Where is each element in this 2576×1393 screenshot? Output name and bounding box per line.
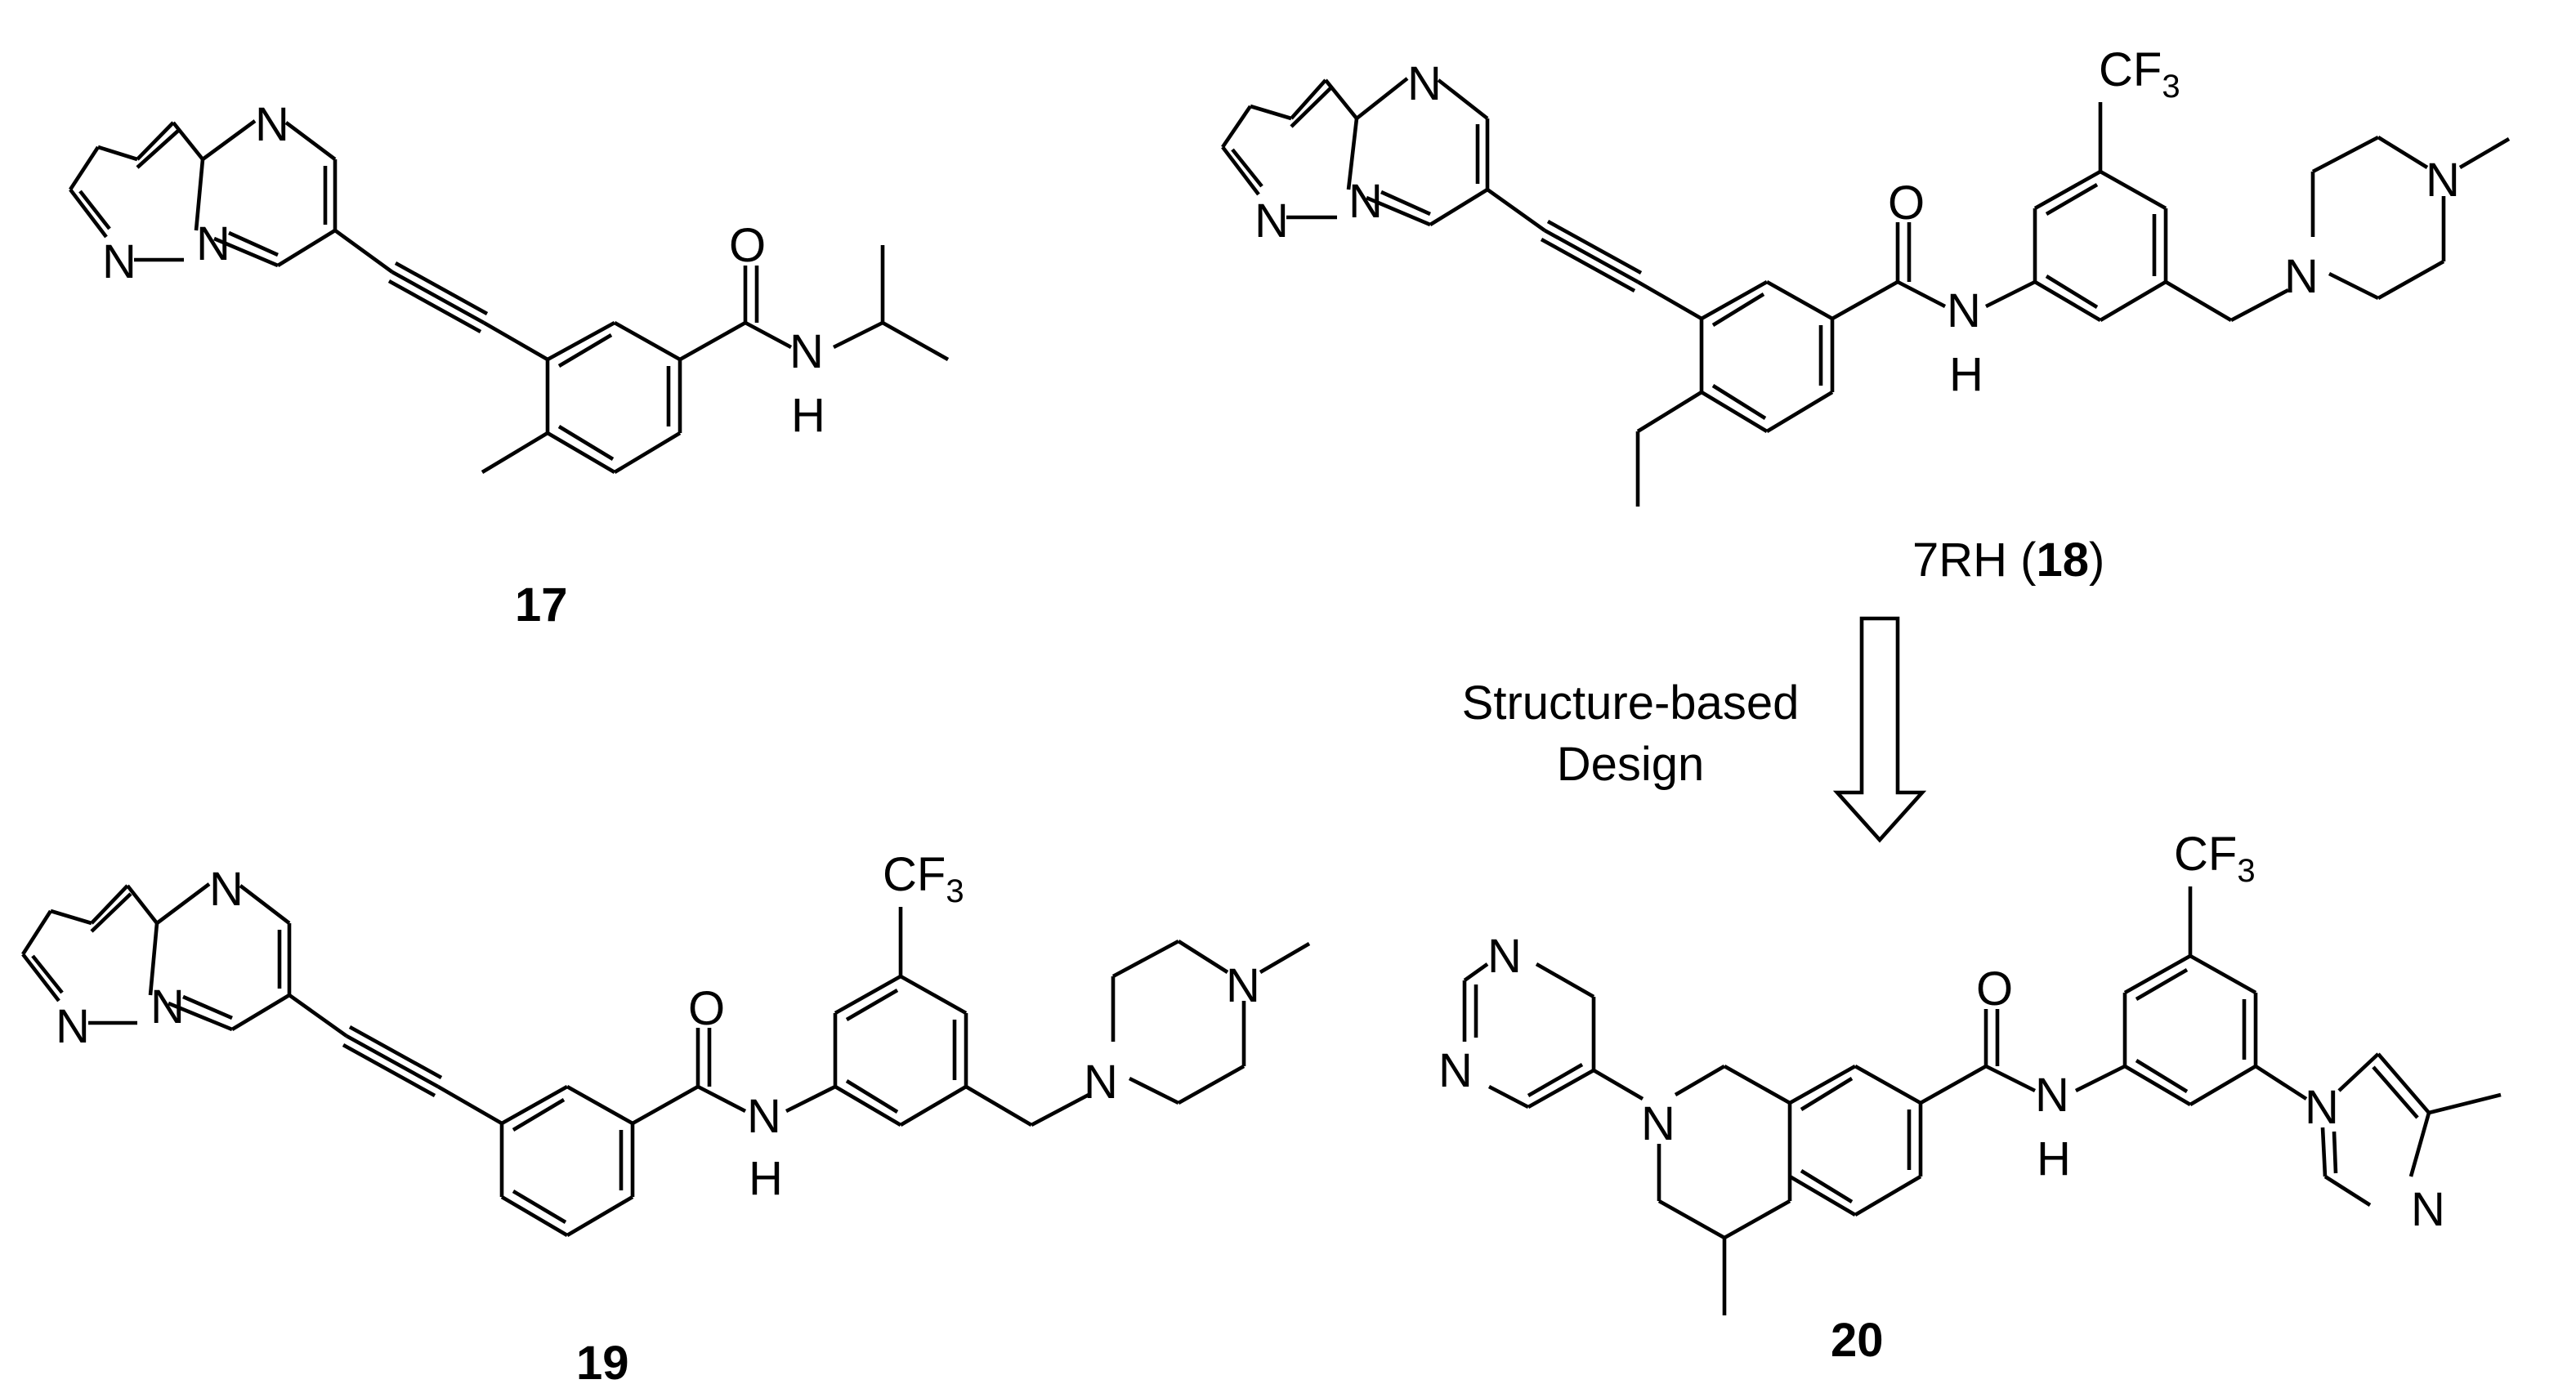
atom-nh-h: H (791, 389, 825, 442)
atom-o: O (688, 982, 725, 1035)
atom-n: N (1438, 1044, 1473, 1097)
atom-n: N (1487, 930, 1522, 983)
compound-20-label: 20 (1831, 1314, 1884, 1367)
atom-nh-n: N (1947, 284, 1981, 337)
atom-n: N (209, 863, 244, 916)
atom-n: N (255, 98, 289, 151)
atom-n: N (2284, 250, 2319, 303)
compound-19-label: 19 (576, 1337, 629, 1390)
atom-nh-n: N (2035, 1069, 2069, 1122)
atom-o: O (729, 219, 766, 272)
atom-n: N (1348, 175, 1383, 228)
compound-20-structure: N N N O N H CF3 N N (1438, 828, 2502, 1315)
atom-cf3: CF3 (2174, 828, 2256, 889)
atom-n: N (2411, 1183, 2445, 1236)
compound-18-structure: N N N O N H CF3 N N (1221, 43, 2511, 507)
atom-n: N (1084, 1056, 1118, 1109)
compound-19-structure: N N N O N H CF3 N N (21, 848, 1311, 1237)
atom-o: O (1888, 176, 1925, 230)
atom-n: N (196, 217, 230, 270)
atom-n: N (150, 980, 185, 1034)
atom-cf3: CF3 (2099, 43, 2180, 105)
transform-caption-line1: Structure-based (1462, 676, 1800, 730)
compound-17-label: 17 (515, 578, 568, 632)
atom-cf3: CF3 (883, 848, 964, 909)
transform-caption-line2: Design (1557, 738, 1705, 791)
atom-nh-n: N (789, 325, 824, 378)
atom-nh-n: N (747, 1090, 781, 1143)
atom-n: N (1641, 1097, 1675, 1150)
atom-n: N (2305, 1081, 2339, 1134)
atom-o: O (1976, 962, 2013, 1016)
atom-n: N (102, 235, 136, 288)
atom-nh-h: H (2037, 1132, 2071, 1185)
compound-18-label: 7RH (18) (1912, 534, 2104, 587)
atom-nh-h: H (749, 1152, 783, 1205)
atom-n: N (56, 1000, 90, 1053)
atom-nh-h: H (1949, 348, 1983, 401)
compound-17-structure: N N N O N H (69, 98, 950, 474)
atom-n: N (1226, 959, 1260, 1012)
design-arrow (1832, 616, 1927, 843)
atom-n: N (1407, 57, 1442, 110)
atom-n: N (1254, 194, 1289, 248)
atom-n: N (2426, 154, 2460, 207)
